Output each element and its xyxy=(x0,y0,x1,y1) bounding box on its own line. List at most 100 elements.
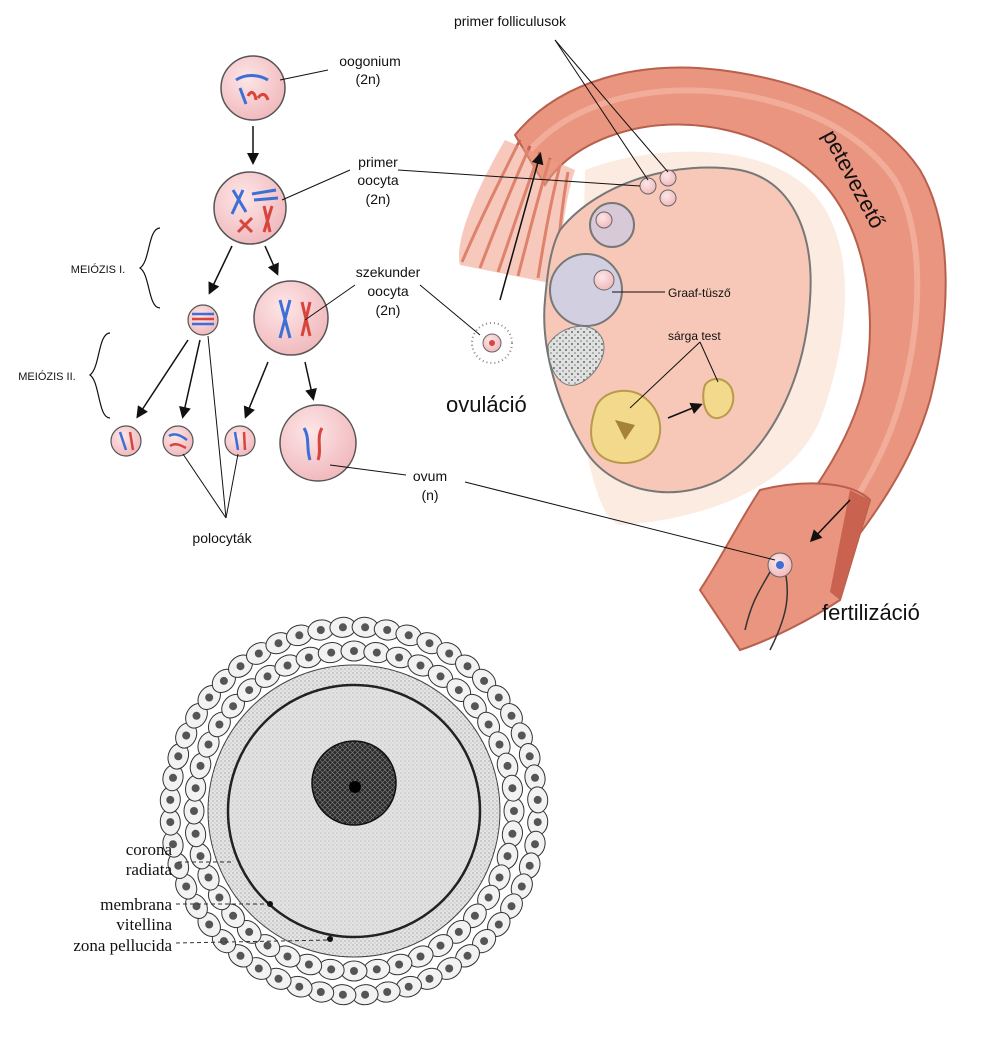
primary-oocyte-cell xyxy=(213,171,287,245)
ovary-illustration: primer folliculusok Graaf-tüsző sárga te… xyxy=(397,13,947,652)
corpus-luteum-small xyxy=(702,378,735,420)
fertilization-label: fertilizáció xyxy=(822,600,920,625)
corona-cell-nucleus xyxy=(517,882,526,891)
corona-cell-nucleus xyxy=(295,631,304,640)
corona-cell-nucleus xyxy=(219,676,228,685)
secondary-oocyte-cell xyxy=(253,280,329,356)
corona-cell-nucleus xyxy=(166,818,175,827)
corona-cell-nucleus xyxy=(304,653,313,662)
corona-cell-nucleus xyxy=(533,818,542,827)
polar-body-1 xyxy=(110,425,142,457)
polocytes-label: polocyták xyxy=(192,530,252,546)
ovulated-oocyte xyxy=(471,322,513,364)
corona-cell-nucleus xyxy=(503,852,512,861)
corona-cell-nucleus xyxy=(169,840,177,849)
corona-cell-nucleus xyxy=(525,861,534,870)
corona-cell-nucleus xyxy=(191,829,200,838)
corona-cell-nucleus xyxy=(507,902,516,911)
corona-cell-nucleus xyxy=(517,731,526,740)
corona-cell-nucleus xyxy=(508,829,517,838)
corona-cell-nucleus xyxy=(166,795,175,804)
ovum-label: ovum xyxy=(413,468,447,484)
corona-cell-nucleus xyxy=(316,626,325,634)
corona-cell-nucleus xyxy=(204,873,213,882)
corona-cell-nucleus xyxy=(484,893,493,902)
corona-cell-nucleus xyxy=(229,911,238,920)
ovulation-label: ovuláció xyxy=(446,392,527,417)
corona-cell-nucleus xyxy=(174,752,183,761)
corona-cell-nucleus xyxy=(350,647,358,655)
secondary-oocyte-label-1: szekunder xyxy=(356,264,421,280)
corona-cell-nucleus xyxy=(361,623,370,632)
corona-cell-nucleus xyxy=(182,882,191,891)
corona-cell-nucleus xyxy=(245,927,254,936)
ovum-cell xyxy=(279,404,357,482)
corona-cell-nucleus xyxy=(425,974,434,983)
corona-cell-nucleus xyxy=(480,937,489,946)
corona-cell-nucleus xyxy=(215,893,224,902)
corona-cell-nucleus xyxy=(327,648,336,657)
corona-cell-nucleus xyxy=(508,784,517,793)
corpus-luteum-label: sárga test xyxy=(668,329,721,343)
corona-cell-nucleus xyxy=(196,852,205,861)
corona-cell-nucleus xyxy=(350,967,358,975)
corona-cell-nucleus xyxy=(383,626,392,634)
corona-cell-nucleus xyxy=(404,631,413,640)
corona-cell-nucleus xyxy=(416,661,425,670)
oogonium-ploidy: (2n) xyxy=(356,71,381,87)
corona-cell-nucleus xyxy=(205,920,214,929)
corona-cell-nucleus xyxy=(436,941,445,950)
corona-cell-nucleus xyxy=(191,784,200,793)
oogonium-cell xyxy=(220,55,286,121)
corona-cell-nucleus xyxy=(436,672,445,681)
corona-cell-nucleus xyxy=(531,773,539,782)
corona-cell-nucleus xyxy=(470,702,479,711)
corona-cell-nucleus xyxy=(470,911,479,920)
corona-radiata-cells xyxy=(159,616,549,1006)
corona-cell-nucleus xyxy=(494,920,503,929)
corona-cell-nucleus xyxy=(327,965,336,974)
corona-cell-nucleus xyxy=(484,720,493,729)
corona-cell-nucleus xyxy=(192,711,201,720)
secondary-oocyte-ploidy: (2n) xyxy=(376,302,401,318)
egg-cross-section: corona radiata membrana vitellina zona p… xyxy=(73,616,549,1006)
corona-cell-nucleus xyxy=(480,676,489,685)
corona-cell-nucleus xyxy=(531,840,539,849)
corona-label-2: radiata xyxy=(126,860,173,879)
corona-cell-nucleus xyxy=(196,761,205,770)
corona-cell-nucleus xyxy=(372,648,381,657)
primary-follicles-label: primer folliculusok xyxy=(454,13,567,29)
zona-label: zona pellucida xyxy=(73,936,172,955)
corona-cell-nucleus xyxy=(361,990,370,999)
corona-cell-nucleus xyxy=(219,937,228,946)
first-polar-body xyxy=(187,304,219,336)
corona-cell-nucleus xyxy=(169,773,177,782)
corona-cell-nucleus xyxy=(395,960,404,969)
corona-cell-nucleus xyxy=(263,672,272,681)
corona-cell-nucleus xyxy=(182,731,191,740)
oogonium-label: oogonium xyxy=(339,53,401,69)
corona-cell-nucleus xyxy=(304,960,313,969)
polar-body-2 xyxy=(162,425,194,457)
primary-oocyte-ploidy: (2n) xyxy=(366,191,391,207)
corona-cell-nucleus xyxy=(204,740,213,749)
corona-cell-nucleus xyxy=(495,740,504,749)
membrana-label-2: vitellina xyxy=(116,915,172,934)
meiosis-2-label: MEIÓZIS II. xyxy=(18,370,75,383)
corona-label-1: corona xyxy=(126,840,173,859)
polar-body-3 xyxy=(224,425,256,457)
corona-cell-nucleus xyxy=(338,990,347,999)
corona-cell-nucleus xyxy=(254,964,263,973)
corona-cell-nucleus xyxy=(236,951,245,960)
corona-cell-nucleus xyxy=(205,693,214,702)
corona-cell-nucleus xyxy=(395,653,404,662)
corona-cell-nucleus xyxy=(510,807,518,815)
corona-cell-nucleus xyxy=(316,988,325,996)
corona-cell-nucleus xyxy=(229,702,238,711)
graaf-follicle-label: Graaf-tüsző xyxy=(668,286,731,300)
ovum-ploidy: (n) xyxy=(421,487,438,503)
corona-cell-nucleus xyxy=(454,927,463,936)
corona-cell-nucleus xyxy=(338,623,347,632)
